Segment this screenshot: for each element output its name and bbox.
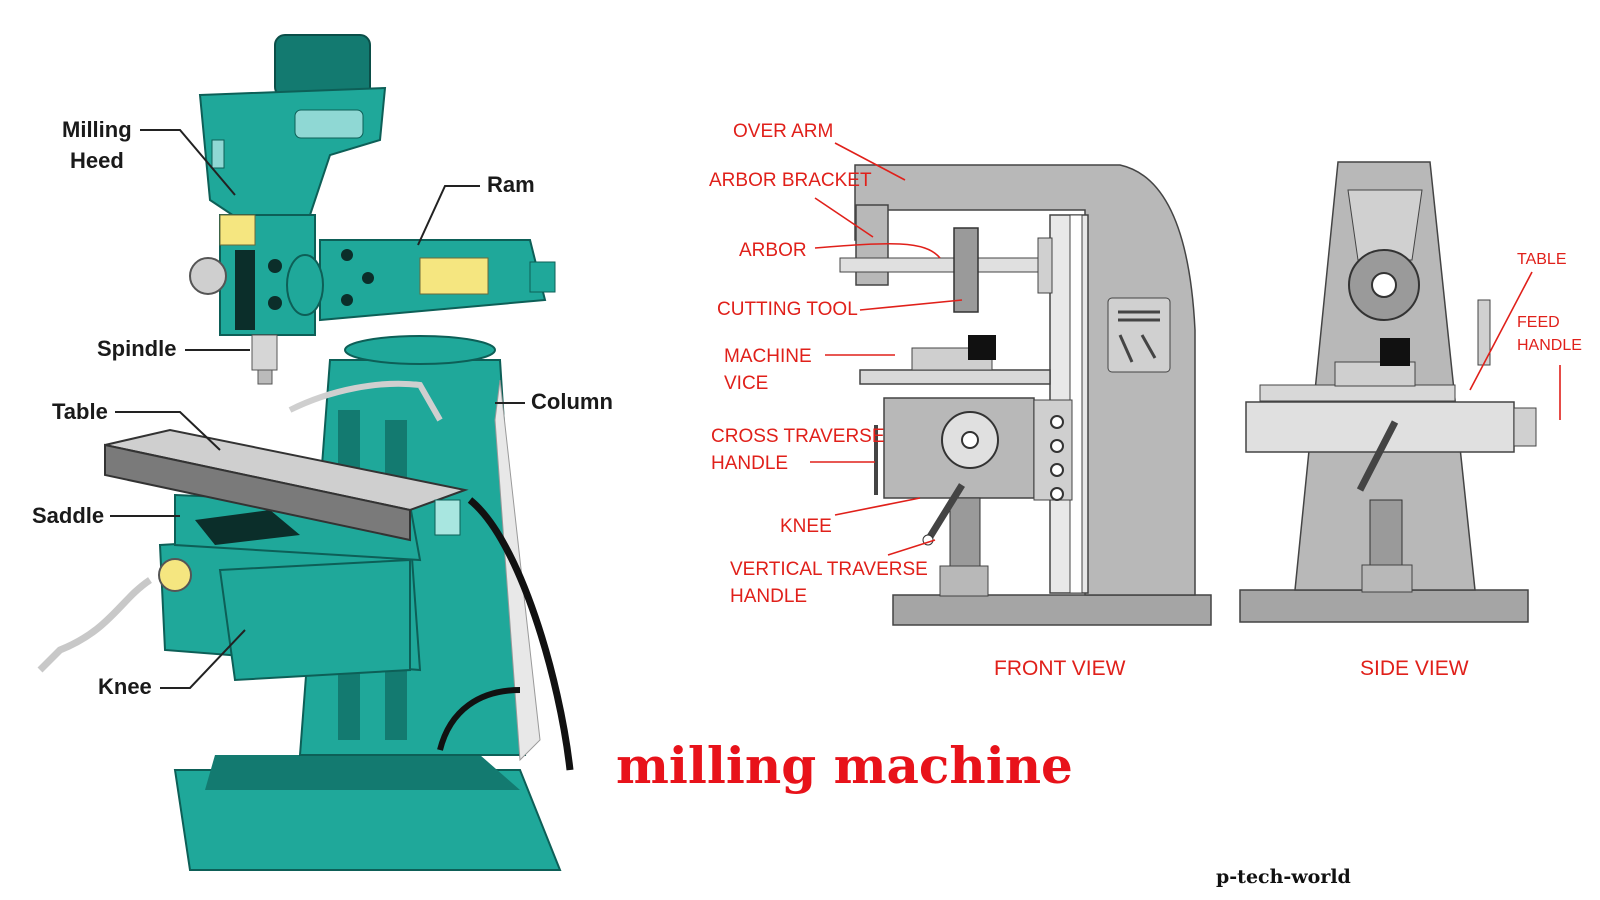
label-arbor-bracket: ARBOR BRACKET [709, 170, 872, 191]
label-vertical-traverse-line2: HANDLE [730, 586, 807, 607]
label-over-arm: OVER ARM [733, 121, 833, 142]
side-view-caption: SIDE VIEW [1360, 657, 1469, 680]
label-feed-handle-line1: FEED [1517, 314, 1560, 331]
label-feed-handle-line2: HANDLE [1517, 337, 1582, 354]
label-column: Column [531, 389, 613, 414]
horizontal-milling-front-view [839, 164, 1212, 626]
label-spindle: Spindle [97, 336, 176, 361]
label-machine-vice-line1: MACHINE [724, 346, 812, 367]
label-knee: Knee [98, 674, 152, 699]
horizontal-milling-side-view [1239, 161, 1537, 623]
right-diagram-labels: OVER ARM ARBOR BRACKET ARBOR CUTTING TOO… [709, 121, 1582, 680]
label-table: Table [52, 399, 108, 424]
page-title: milling machine [616, 736, 1073, 795]
label-cross-traverse-line2: HANDLE [711, 453, 788, 474]
label-cutting-tool: CUTTING TOOL [717, 299, 858, 320]
label-vertical-traverse-line1: VERTICAL TRAVERSE [730, 559, 928, 580]
label-table-side: TABLE [1517, 251, 1567, 268]
label-arbor: ARBOR [739, 240, 807, 261]
front-view-caption: FRONT VIEW [994, 657, 1126, 680]
label-ram: Ram [487, 172, 535, 197]
label-knee: KNEE [780, 516, 832, 537]
left-diagram-labels: Milling Heed Ram Spindle Table Column Sa… [32, 117, 613, 699]
label-saddle: Saddle [32, 503, 104, 528]
credit-text: p-tech-world [1216, 866, 1351, 888]
vertical-milling-machine-illustration [37, 34, 574, 871]
label-cross-traverse-line1: CROSS TRAVERSE [711, 426, 885, 447]
label-machine-vice-line2: VICE [724, 373, 768, 394]
label-milling-head-line1: Milling [62, 117, 132, 142]
label-milling-head-line2: Heed [70, 148, 124, 173]
